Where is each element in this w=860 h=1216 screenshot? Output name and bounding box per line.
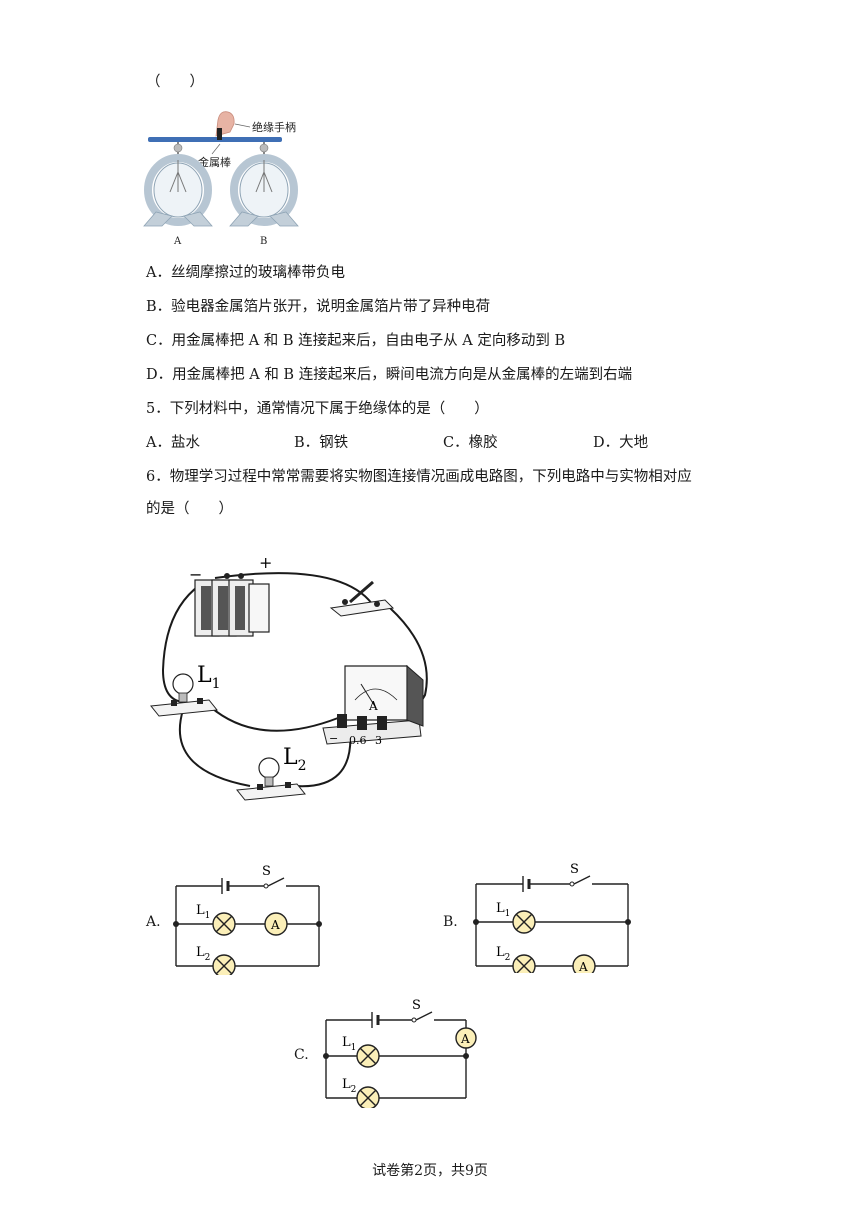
lamp-l2-label: L2: [196, 945, 210, 963]
lamp-l1-label: L1: [496, 901, 510, 919]
q4-option-b: B．验电器金属箔片张开，说明金属箔片带了异种电荷: [146, 299, 491, 315]
lamp-l1-icon: [212, 912, 236, 936]
handle-label: 绝缘手柄: [252, 120, 296, 134]
bulb-l1-label: L1: [197, 663, 221, 692]
ammeter-symbol: A: [368, 699, 378, 713]
knife-switch-icon: [329, 580, 395, 617]
q5-option-b: B．钢铁: [294, 435, 349, 451]
q5-option-a: A．盐水: [146, 435, 200, 451]
ammeter-label: A: [460, 1032, 470, 1046]
electroscope-b: [229, 142, 299, 227]
ammeter-terminal-minus: −: [329, 732, 338, 745]
electroscope-figure: 绝缘手柄 金属棒 A B: [143, 111, 299, 247]
q5-option-c: C．橡胶: [443, 435, 498, 451]
ammeter-icon: [572, 954, 596, 973]
choice-b-label: B.: [443, 914, 458, 930]
label-a: A: [173, 236, 182, 247]
q5-option-d: D．大地: [593, 435, 649, 451]
label-b: B: [260, 236, 267, 247]
switch-label: S: [412, 998, 421, 1013]
ammeter-icon: [322, 664, 424, 745]
circuit-diagram-a: S L1 A L2: [173, 864, 322, 975]
page-footer: 试卷第2页，共9页: [372, 1163, 488, 1179]
q4-option-c: C．用金属棒把 A 和 B 连接起来后，自由电子从 A 定向移动到 B: [146, 333, 566, 349]
lamp-l2-icon: [212, 954, 236, 975]
electroscope-a: [143, 142, 213, 227]
rod-label: 金属棒: [198, 155, 231, 169]
ammeter-label: A: [578, 960, 588, 973]
circuit-diagram-b: S L1 L2 A: [473, 862, 631, 973]
lamp-l1-icon: [356, 1044, 380, 1068]
lamp-l1-label: L1: [196, 903, 210, 921]
q4-option-a: A．丝绸摩擦过的玻璃棒带负电: [146, 265, 345, 281]
bulb-l1-icon: [150, 673, 218, 717]
ammeter-terminal-06: 0.6: [349, 734, 367, 747]
lamp-l2-icon: [512, 954, 536, 973]
ammeter-label: A: [270, 918, 280, 932]
metal-rod: [148, 137, 282, 142]
ammeter-icon: [264, 912, 288, 936]
choice-a-label: A.: [146, 914, 161, 930]
q4-option-d: D．用金属棒把 A 和 B 连接起来后，瞬间电流方向是从金属棒的左端到右端: [146, 367, 633, 383]
lamp-l1-label: L1: [342, 1035, 356, 1053]
lamp-l2-label: L2: [342, 1077, 356, 1095]
ammeter-terminal-3: 3: [375, 734, 382, 747]
battery-minus: −: [189, 565, 202, 584]
switch-label: S: [262, 864, 271, 879]
bulb-l2-label: L2: [283, 745, 307, 774]
switch-label: S: [570, 862, 579, 877]
physical-circuit-figure: − + L1 A − 0.6 3 L2: [150, 553, 428, 801]
battery-icon: [194, 573, 270, 637]
choice-c-label: C.: [294, 1047, 309, 1063]
lamp-l1-icon: [512, 910, 536, 934]
lamp-l2-icon: [356, 1086, 380, 1108]
q6-stem-line2: 的是（ ）: [146, 501, 233, 517]
bulb-l2-icon: [236, 757, 306, 801]
q6-stem-line1: 6．物理学习过程中常常需要将实物图连接情况画成电路图，下列电路中与实物相对应: [146, 469, 692, 485]
q5-stem: 5．下列材料中，通常情况下属于绝缘体的是（ ）: [146, 401, 489, 417]
battery-plus: +: [259, 553, 272, 572]
lamp-l2-label: L2: [496, 945, 510, 963]
circuit-diagram-c: S A L1 L2: [323, 998, 477, 1108]
q4-paren: （ ）: [146, 74, 204, 90]
